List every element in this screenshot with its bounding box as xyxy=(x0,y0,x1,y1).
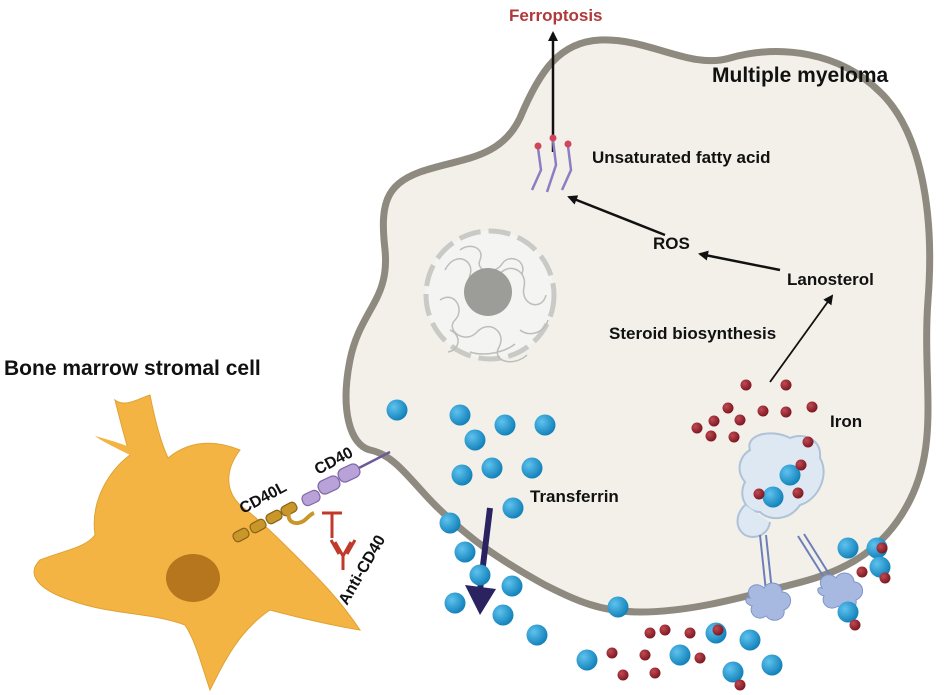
nucleus xyxy=(423,228,557,363)
iron-particle xyxy=(722,402,734,414)
transferrin-sphere xyxy=(439,512,461,534)
iron-particle xyxy=(792,487,804,499)
transferrin-sphere xyxy=(386,399,408,421)
iron-particle xyxy=(644,627,656,639)
iron-particle xyxy=(856,566,868,578)
iron-particle xyxy=(684,627,696,639)
iron-particle xyxy=(728,431,740,443)
transferrin-sphere xyxy=(762,486,784,508)
nucleolus xyxy=(464,268,512,316)
label-bone-marrow-stromal-cell: Bone marrow stromal cell xyxy=(4,357,261,380)
iron-particle xyxy=(691,422,703,434)
iron-particle xyxy=(694,652,706,664)
transferrin-sphere xyxy=(761,654,783,676)
transferrin-sphere xyxy=(494,414,516,436)
iron-particle xyxy=(705,430,717,442)
anti-cd40-antibody xyxy=(322,511,357,570)
label-ros: ROS xyxy=(653,234,690,253)
label-unsaturated-fatty-acid: Unsaturated fatty acid xyxy=(592,148,771,167)
iron-particle xyxy=(734,414,746,426)
transferrin-sphere xyxy=(502,497,524,519)
iron-particle xyxy=(639,649,651,661)
transferrin-sphere xyxy=(481,457,503,479)
transferrin-sphere xyxy=(869,556,891,578)
label-anti-cd40: Anti-CD40 xyxy=(336,532,389,608)
cd40-receptor xyxy=(301,450,391,507)
transferrin-sphere xyxy=(451,464,473,486)
iron-particle xyxy=(606,647,618,659)
arrow-ros-to-fatty-acid xyxy=(567,195,666,237)
label-ferroptosis: Ferroptosis xyxy=(509,6,603,25)
transferrin-sphere xyxy=(444,592,466,614)
transferrin-sphere xyxy=(521,457,543,479)
iron-particles xyxy=(606,379,891,691)
iron-particle xyxy=(780,379,792,391)
iron-particle xyxy=(617,669,629,681)
transferrin-sphere xyxy=(576,649,598,671)
transferrin-sphere xyxy=(837,537,859,559)
iron-particle xyxy=(849,619,861,631)
stromal-cell xyxy=(33,394,362,692)
label-steroid-biosynthesis: Steroid biosynthesis xyxy=(609,324,776,343)
transferrin-sphere xyxy=(779,464,801,486)
transferrin-sphere xyxy=(464,429,486,451)
transferrin-sphere xyxy=(837,601,859,623)
transferrin-particles xyxy=(386,399,891,683)
stromal-cell-nucleus xyxy=(166,554,220,602)
transferrin-sphere xyxy=(492,604,514,626)
label-lanosterol: Lanosterol xyxy=(787,270,874,289)
arrow-lanosterol-to-ros xyxy=(698,250,781,272)
transferrin-sphere xyxy=(534,414,556,436)
iron-particle xyxy=(757,405,769,417)
iron-particle xyxy=(802,436,814,448)
iron-particle xyxy=(876,542,888,554)
label-multiple-myeloma: Multiple myeloma xyxy=(712,64,889,87)
transferrin-sphere xyxy=(501,575,523,597)
fatty-acid-icon xyxy=(530,134,573,193)
label-iron: Iron xyxy=(830,412,862,431)
transferrin-sphere xyxy=(722,661,744,683)
transferrin-sphere xyxy=(449,404,471,426)
iron-particle xyxy=(649,667,661,679)
iron-particle xyxy=(780,406,792,418)
iron-particle xyxy=(734,679,746,691)
transferrin-sphere xyxy=(669,644,691,666)
transferrin-sphere xyxy=(526,624,548,646)
label-transferrin: Transferrin xyxy=(530,487,619,506)
transferrin-sphere xyxy=(454,541,476,563)
iron-particle xyxy=(708,415,720,427)
iron-particle xyxy=(806,401,818,413)
iron-particle xyxy=(712,624,724,636)
arrow-iron-to-lanosterol xyxy=(769,294,834,383)
transferrin-sphere xyxy=(607,596,629,618)
iron-particle xyxy=(879,572,891,584)
iron-particle xyxy=(740,379,752,391)
iron-particle xyxy=(795,459,807,471)
iron-particle xyxy=(659,624,671,636)
transferrin-sphere xyxy=(739,629,761,651)
iron-particle xyxy=(753,488,765,500)
cd40l-ligand xyxy=(232,501,315,543)
transferrin-sphere xyxy=(469,564,491,586)
